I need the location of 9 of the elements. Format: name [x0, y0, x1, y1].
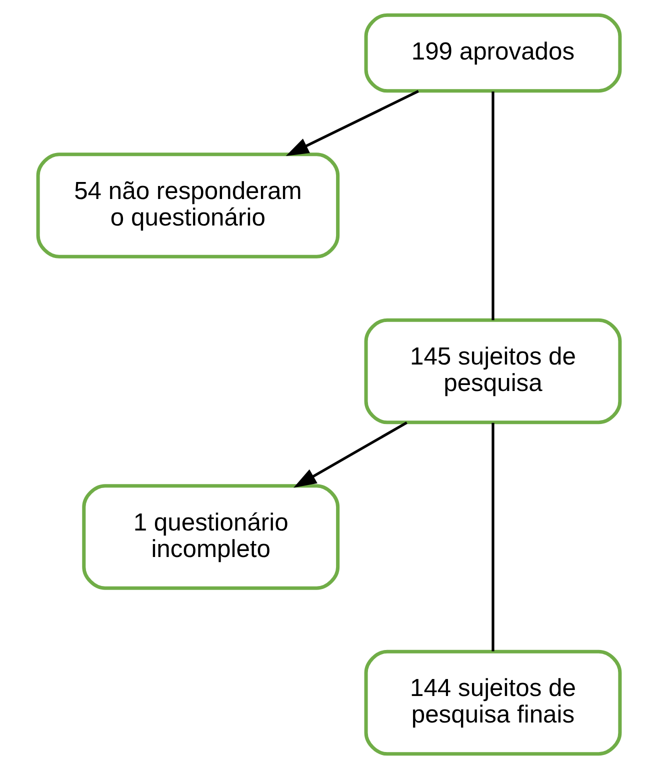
connector: [492, 92, 494, 320]
arrow: [294, 421, 408, 488]
node-box: 144 sujeitos de pesquisa finais: [364, 650, 622, 756]
node-box: 145 sujeitos de pesquisa: [364, 318, 622, 424]
arrow: [286, 90, 419, 156]
connector: [492, 422, 494, 652]
node-box: 1 questionário incompleto: [82, 484, 340, 590]
node-box: 54 não responderam o questionário: [36, 152, 340, 258]
node-box: 199 aprovados: [364, 13, 622, 93]
